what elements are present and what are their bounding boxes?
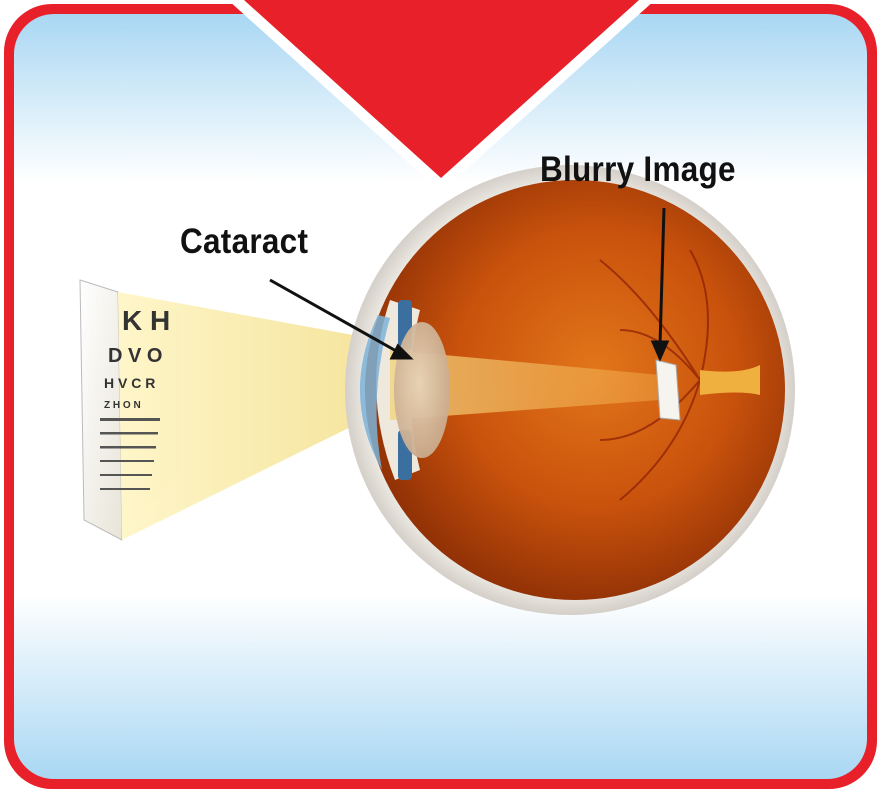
eyeball (345, 165, 795, 615)
blurry-retinal-image (656, 360, 680, 420)
chart-row-2: D V O (108, 345, 162, 367)
chart-row-3: H V C R (104, 375, 155, 391)
cataract-label: Cataract (180, 222, 308, 262)
cloudy-lens (394, 322, 450, 458)
chart-row-4: Z H O N (104, 400, 141, 411)
blurry-image-label: Blurry Image (540, 150, 736, 190)
chart-row-1: K H (122, 305, 170, 336)
